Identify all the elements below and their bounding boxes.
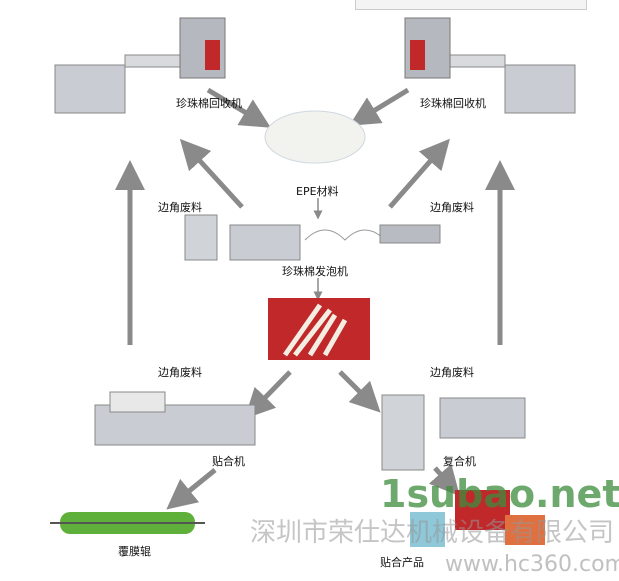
label-foaming-machine: 珍珠棉发泡机 [282, 265, 348, 278]
top-toolbar-fragment [355, 0, 587, 10]
recycler-left-machine [54, 17, 226, 114]
label-scrap-top-left: 边角废料 [158, 201, 202, 214]
epe-pellets-image [264, 110, 366, 164]
label-compound-machine: 复合机 [443, 455, 476, 468]
label-film-roller: 覆膜辊 [118, 545, 151, 558]
arrow-to-laminator [244, 370, 292, 419]
label-scrap-top-right: 边角废料 [430, 201, 474, 214]
arrow-recycler-left-to-epe [206, 87, 271, 128]
foaming-machine-image [184, 214, 441, 261]
label-laminator: 贴合机 [212, 455, 245, 468]
laminated-products-image [410, 490, 545, 547]
compound-machine-image [381, 394, 526, 471]
foam-sheets-image [268, 298, 370, 360]
arrow-recycler-right-to-epe [349, 87, 410, 126]
watermark-company: 深圳市荣仕达机械设备有限公司 [250, 518, 615, 548]
watermark-site2: www.hc360.com [445, 552, 619, 577]
film-roller-image [50, 512, 205, 534]
laminator-image [94, 391, 256, 446]
label-recycler-left: 珍珠棉回收机 [176, 97, 242, 110]
arrow-to-products [428, 463, 460, 497]
label-scrap-bottom-right: 边角废料 [430, 366, 474, 379]
label-recycler-right: 珍珠棉回收机 [420, 97, 486, 110]
recycler-right-machine [404, 17, 576, 114]
arrow-to-recycler-right [388, 138, 450, 209]
arrow-to-compound [338, 370, 381, 413]
label-scrap-bottom-left: 边角废料 [158, 366, 202, 379]
arrow-to-recycler-left [179, 138, 244, 209]
watermark-site1: 1subao.net [380, 472, 619, 516]
label-epe-material: EPE材料 [296, 185, 339, 198]
label-laminated-products: 贴合产品 [380, 556, 424, 569]
arrow-to-roller [166, 468, 217, 510]
